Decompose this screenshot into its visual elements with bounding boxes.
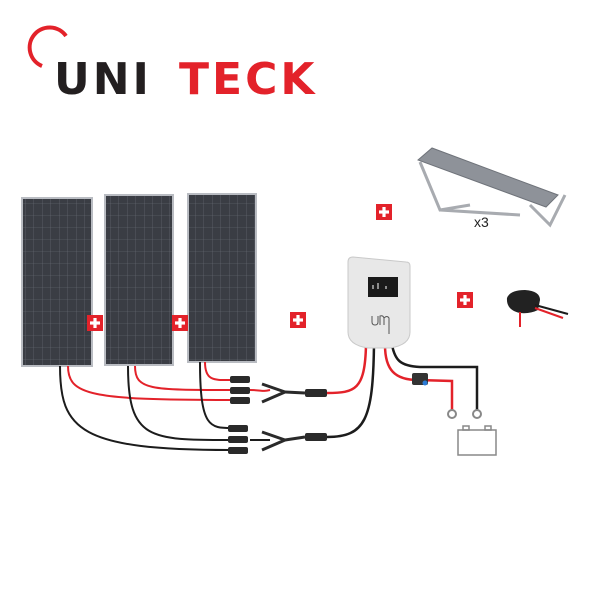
ring-terminal bbox=[472, 409, 482, 419]
controller-cables bbox=[326, 344, 479, 439]
solar-panel-2 bbox=[104, 194, 174, 366]
uniteck-logo: UNI TECK bbox=[22, 20, 322, 102]
mc4-connectors bbox=[228, 376, 250, 454]
solar-panel-1 bbox=[21, 197, 93, 367]
charge-controller bbox=[347, 256, 411, 349]
solar-panel-3 bbox=[187, 193, 257, 363]
plus-icon bbox=[290, 312, 306, 328]
logo-text-teck: TECK bbox=[179, 54, 318, 105]
fuse-icon bbox=[422, 380, 428, 386]
mounting-bracket bbox=[417, 147, 567, 228]
bracket-quantity-label: x3 bbox=[474, 214, 489, 230]
ring-terminal bbox=[447, 409, 457, 419]
plus-icon bbox=[87, 315, 103, 331]
plus-icon bbox=[376, 204, 392, 220]
plus-icon bbox=[457, 292, 473, 308]
logo-arc-icon bbox=[27, 25, 68, 68]
temperature-sensor bbox=[506, 290, 569, 327]
controller-display bbox=[368, 277, 398, 297]
controller-um-logo bbox=[371, 315, 390, 334]
battery-icon bbox=[457, 425, 497, 456]
plus-icon bbox=[172, 315, 188, 331]
y-branch-connectors bbox=[261, 382, 306, 452]
logo-text-uni: UNI bbox=[54, 54, 152, 105]
mc4-connector bbox=[305, 433, 327, 441]
panel-cables bbox=[59, 361, 271, 451]
mc4-connector bbox=[305, 389, 327, 397]
